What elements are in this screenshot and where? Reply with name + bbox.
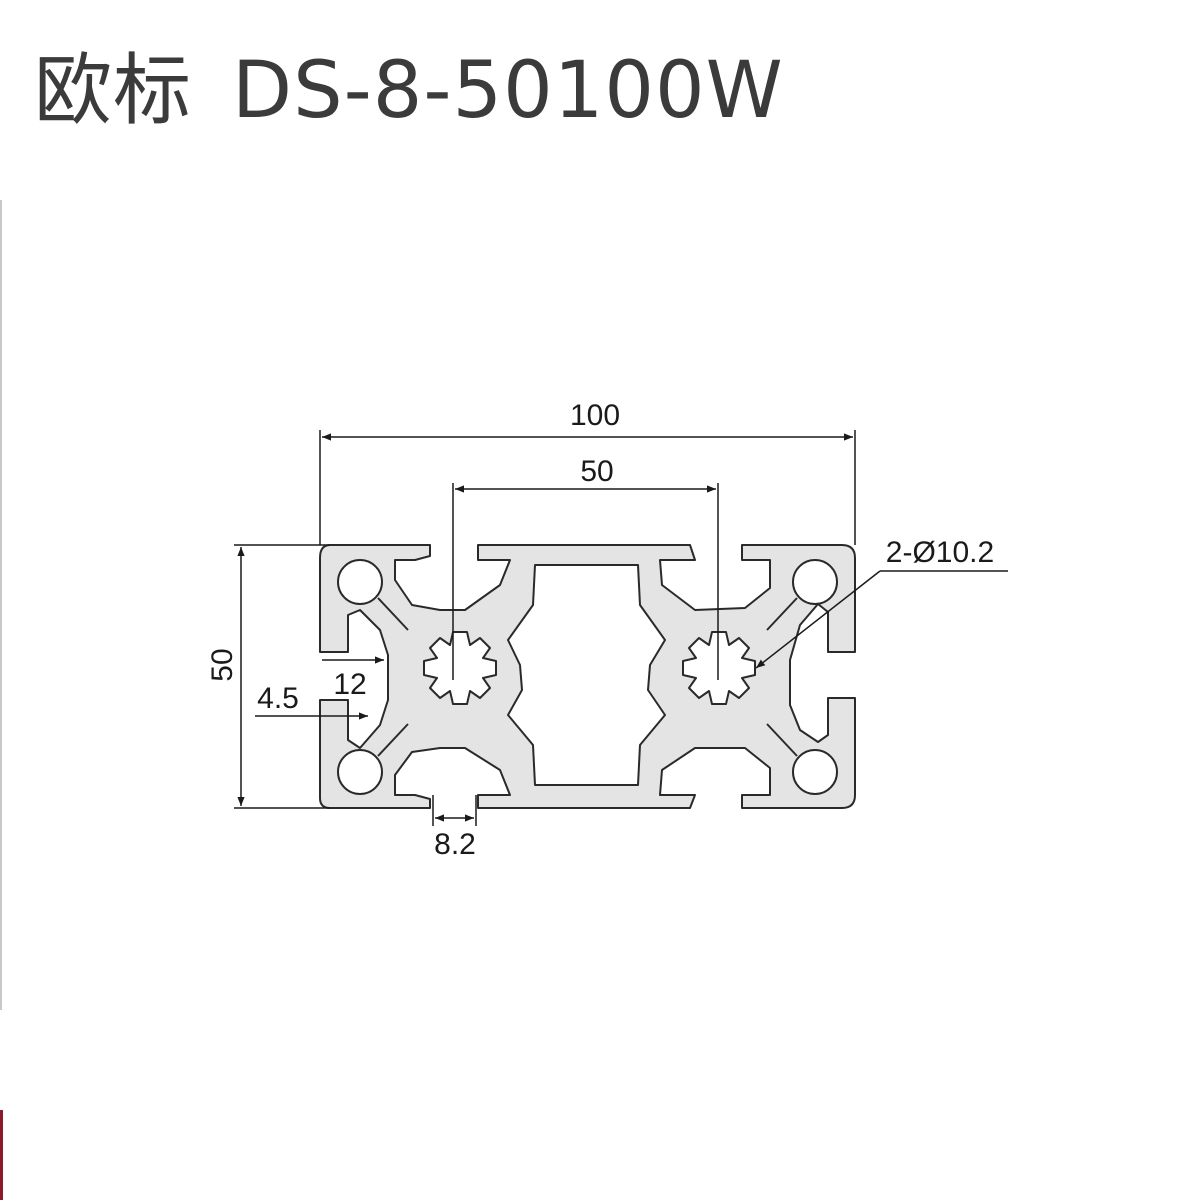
corner-hole-bottom-right [792, 749, 838, 795]
title-model: DS-8-50100W [232, 46, 784, 136]
dimension-lines [234, 430, 1008, 826]
aluminum-profile [319, 544, 856, 809]
left-edge-accent [0, 1110, 3, 1200]
corner-hole-top-left [337, 559, 383, 605]
corner-hole-top-right [792, 559, 838, 605]
web-bl [377, 723, 409, 757]
corner-hole-bottom-left [337, 749, 383, 795]
dim-label-slot-depth: 12 [333, 668, 366, 701]
dim-label-overall-width: 100 [570, 399, 620, 432]
title-standard: 欧标 [34, 46, 193, 136]
web-br [766, 723, 798, 757]
dim-label-wall-thickness: 4.5 [257, 682, 299, 715]
dim-label-hole-spec: 2-Ø10.2 [886, 536, 994, 569]
dim-label-height: 50 [206, 648, 239, 681]
web-tl [377, 597, 409, 631]
center-cavity [507, 564, 666, 786]
leader-hole-diag [755, 570, 881, 669]
dim-label-slot-width: 8.2 [434, 828, 476, 861]
dim-label-center-spacing: 50 [580, 455, 613, 488]
web-tr [766, 597, 798, 631]
right-center-bore [682, 631, 756, 705]
left-center-bore [423, 631, 497, 705]
left-edge-line [0, 200, 2, 1010]
